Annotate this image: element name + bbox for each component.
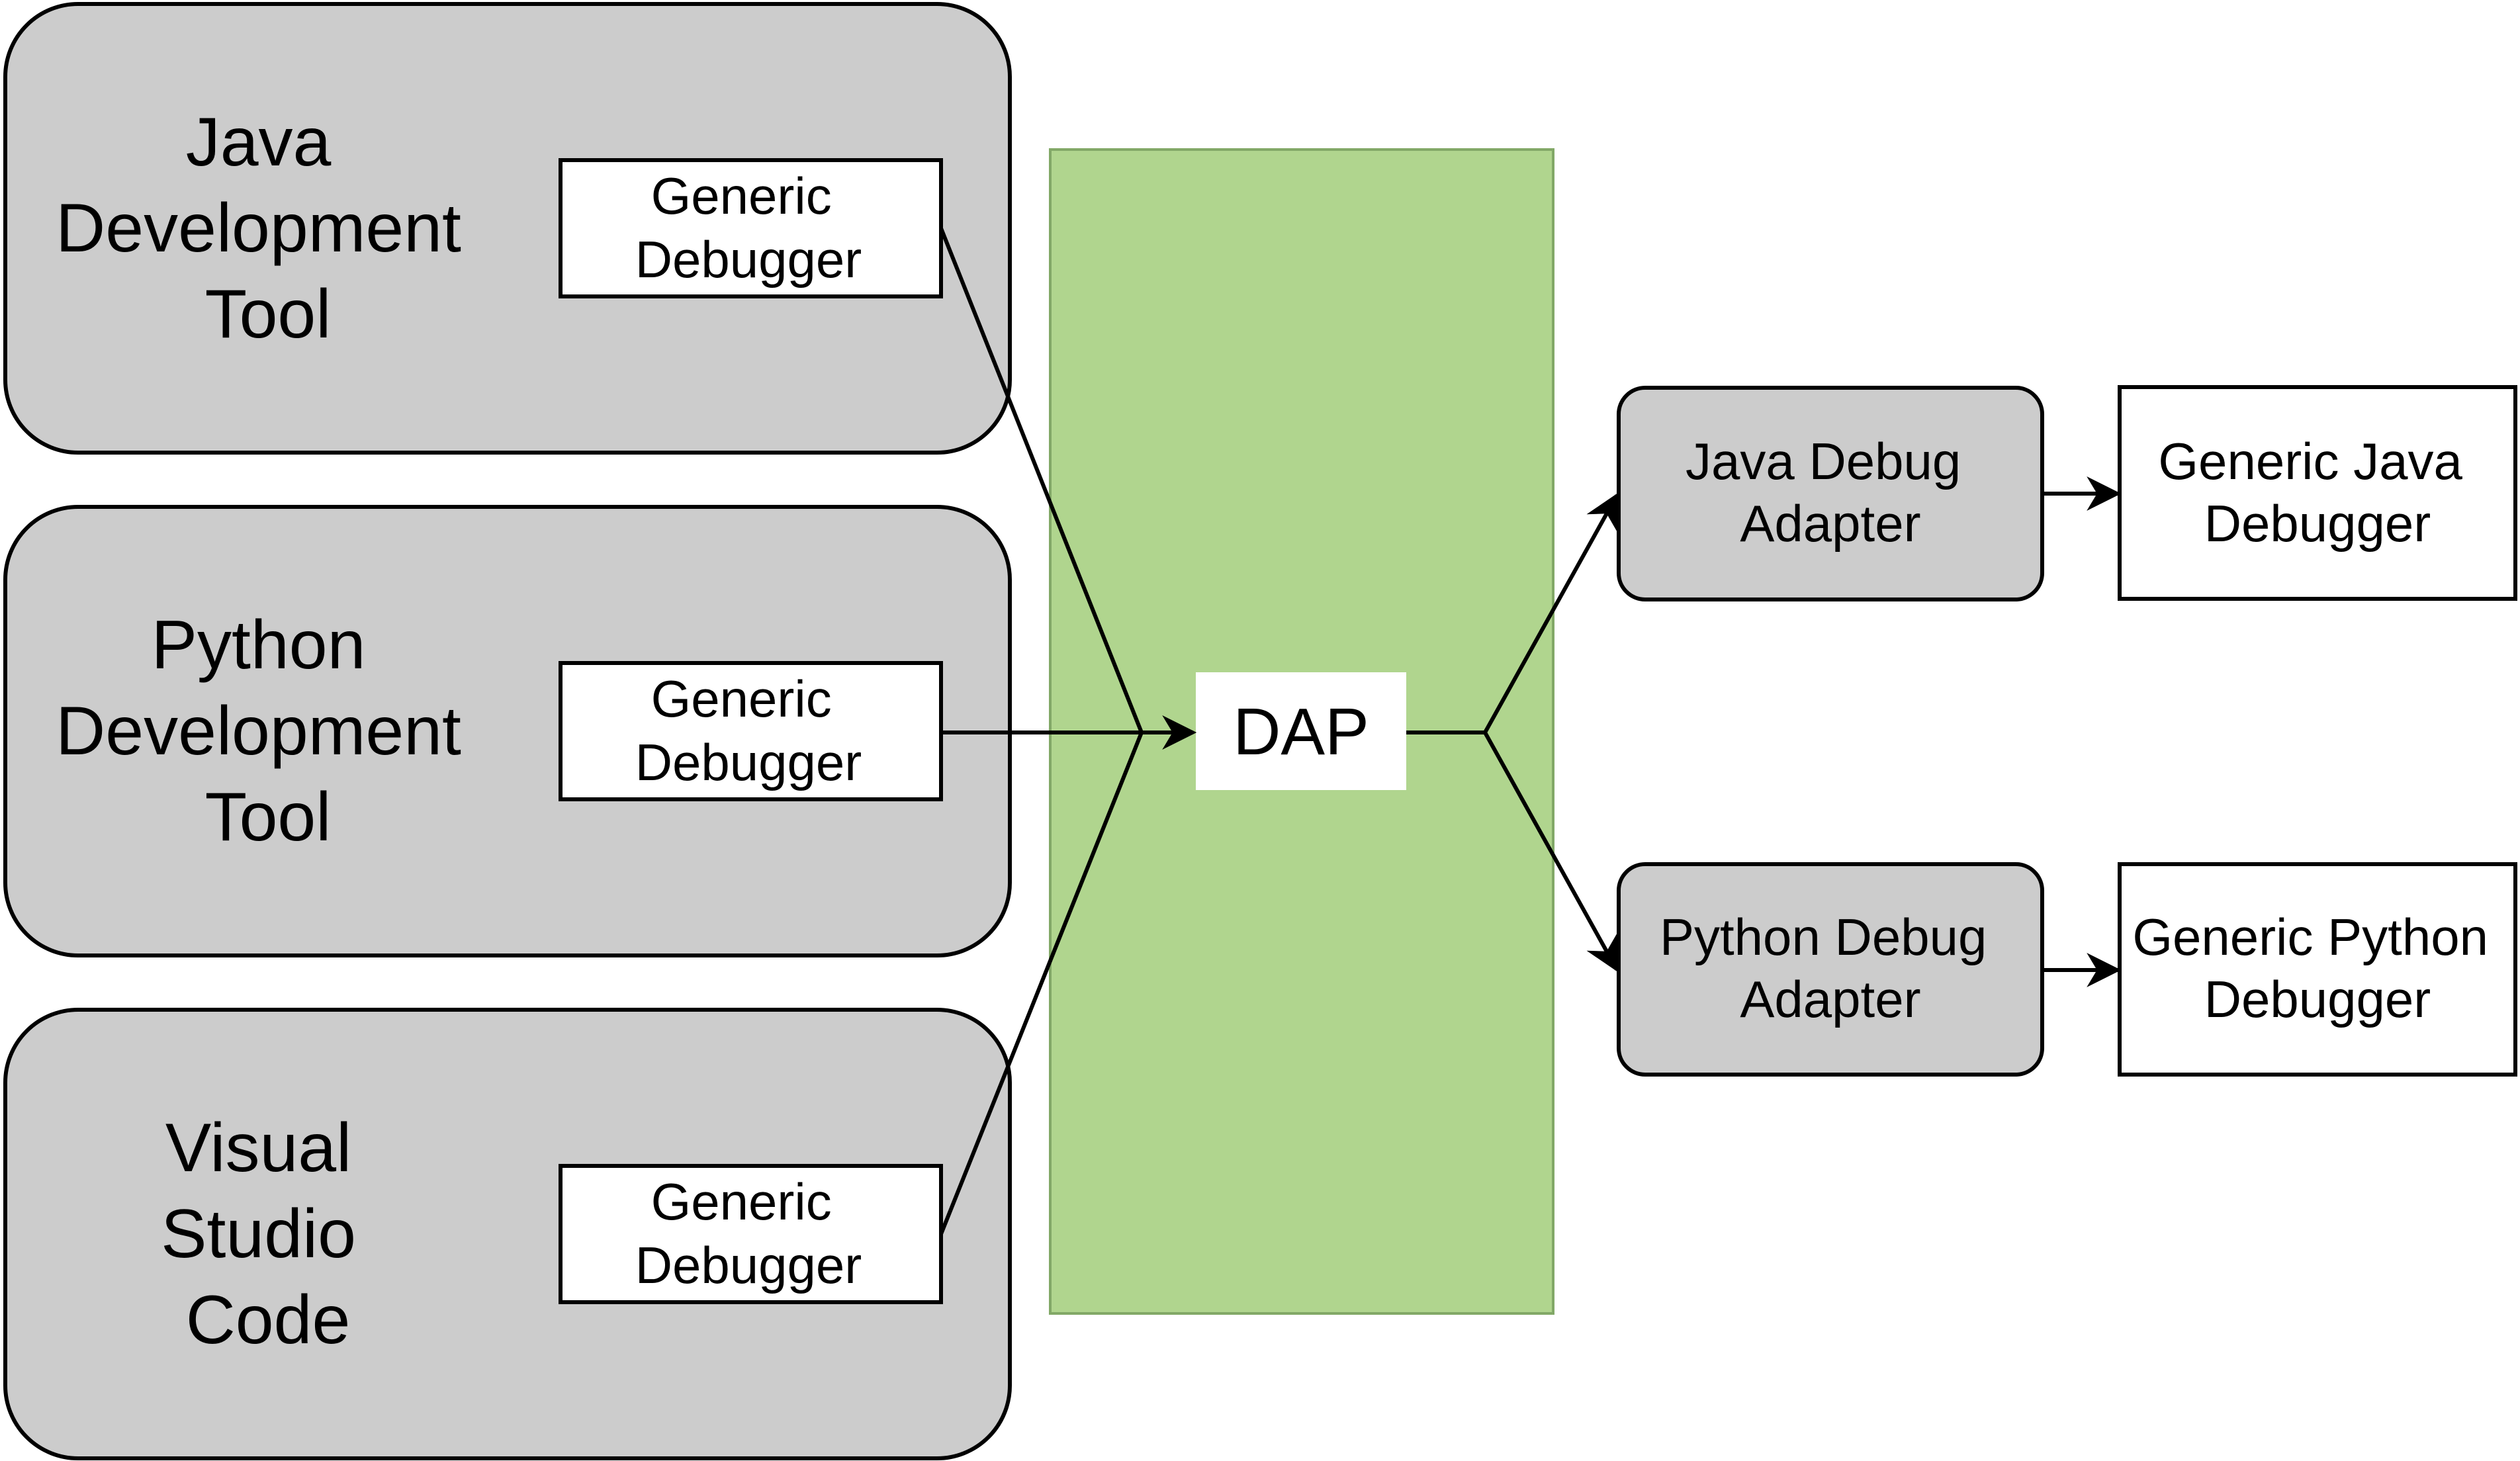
generic-debugger-line: Generic [651, 167, 832, 225]
adapter-box [1617, 862, 2044, 1077]
adapter-python: Python Debug Adapter Generic Python Debu… [1617, 862, 2517, 1077]
tool-name-line: Tool [205, 779, 332, 856]
generic-python-debugger-line: Generic Python [2132, 908, 2488, 966]
tool-name-line: Studio [161, 1196, 356, 1272]
tool-python: Python Development Tool Generic Debugger [3, 505, 1012, 957]
connector-vscode-to-dap [939, 731, 1144, 1235]
dap-box [1196, 672, 1406, 790]
generic-java-debugger-box [2118, 385, 2517, 601]
generic-java-debugger-line: Generic Java [2158, 432, 2462, 490]
tool-name-line: Visual [165, 1110, 351, 1186]
adapter-label-line: Python Debug [1660, 908, 1987, 966]
connectors-in [939, 227, 1197, 1235]
generic-debugger-label: Generic Debugger [635, 670, 862, 791]
arrow-to-java-adapter [1483, 492, 1619, 734]
generic-python-debugger-label: Generic Python Debugger [2132, 908, 2502, 1028]
connectors-out [1406, 492, 1619, 973]
tool-vscode: Visual Studio Code Generic Debugger [3, 1008, 1012, 1460]
adapter-label: Python Debug Adapter [1660, 908, 2001, 1028]
tool-java: Java Development Tool Generic Debugger [3, 2, 1012, 455]
tool-name: Visual Studio Code [161, 1110, 375, 1358]
tool-name-line: Development [56, 693, 461, 770]
dap-label: DAP [1233, 695, 1369, 769]
tool-name-line: Tool [205, 276, 332, 353]
tool-container [3, 1008, 1012, 1460]
generic-debugger-line: Generic [651, 1173, 832, 1231]
adapter-box [1617, 386, 2044, 601]
generic-debugger-label: Generic Debugger [635, 167, 862, 288]
adapter-label-line: Adapter [1740, 494, 1920, 553]
generic-java-debugger-label: Generic Java Debugger [2158, 432, 2476, 553]
generic-debugger-label: Generic Debugger [635, 1173, 862, 1294]
tool-name-line: Java [186, 104, 332, 181]
tool-name-line: Python [152, 607, 366, 684]
generic-debugger-line: Debugger [635, 1236, 862, 1294]
connector-java-to-dap [939, 227, 1144, 734]
tool-container [3, 2, 1012, 455]
adapter-label-line: Java Debug [1686, 432, 1961, 490]
generic-debugger-line: Debugger [635, 733, 862, 791]
tool-name: Java Development Tool [56, 104, 480, 353]
adapter-label-line: Adapter [1740, 970, 1920, 1028]
generic-debugger-box [559, 661, 943, 801]
arrow-to-python-adapter [1483, 731, 1619, 973]
tool-name: Python Development Tool [56, 607, 480, 856]
generic-debugger-box [559, 1164, 943, 1304]
generic-python-debugger-box [2118, 862, 2517, 1077]
generic-python-debugger-line: Debugger [2204, 970, 2431, 1028]
tool-name-line: Code [186, 1282, 351, 1358]
tool-name-line: Development [56, 190, 461, 267]
generic-java-debugger-line: Debugger [2204, 494, 2431, 553]
generic-debugger-box [559, 158, 943, 298]
adapter-label: Java Debug Adapter [1686, 432, 1975, 553]
generic-debugger-line: Generic [651, 670, 832, 728]
generic-debugger-line: Debugger [635, 230, 862, 288]
adapter-java: Java Debug Adapter Generic Java Debugger [1617, 385, 2517, 601]
